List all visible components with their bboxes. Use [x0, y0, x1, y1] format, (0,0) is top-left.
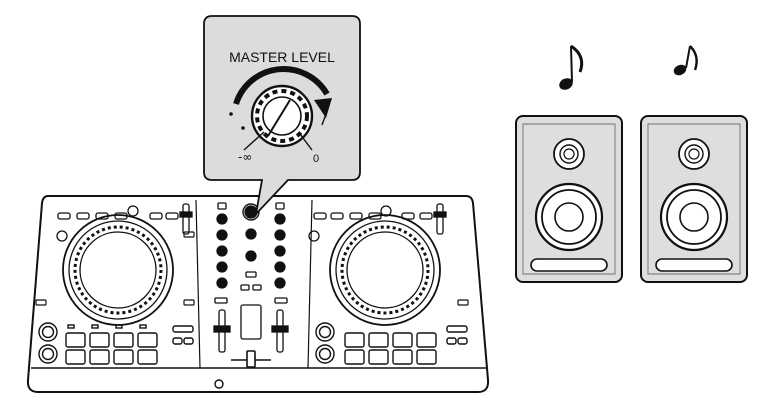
right-jog-wheel — [329, 214, 441, 326]
dj-controller — [26, 195, 490, 393]
right-performance-pads — [344, 325, 468, 365]
left-performance-pads — [65, 324, 194, 365]
left-deck-top-buttons — [56, 203, 193, 242]
indicator-led — [214, 379, 224, 389]
speaker-icon — [515, 115, 623, 283]
mixer-section — [213, 202, 289, 368]
speaker-icon — [640, 115, 748, 283]
left-transport-buttons — [38, 322, 58, 364]
controller-body — [26, 195, 490, 393]
master-level-knob-closeup — [250, 84, 314, 148]
eighth-note-icon — [673, 45, 698, 76]
knob-min-label: -∞ — [238, 150, 252, 164]
right-deck-top-buttons — [308, 203, 447, 242]
right-transport-buttons — [315, 322, 335, 364]
callout-title: MASTER LEVEL — [229, 49, 335, 65]
rotate-clockwise-arrow-icon — [233, 66, 330, 105]
knob-max-label: 0 — [313, 153, 319, 165]
master-level-callout: MASTER LEVEL -∞ 0 — [203, 15, 361, 217]
eighth-note-icon — [559, 44, 584, 90]
